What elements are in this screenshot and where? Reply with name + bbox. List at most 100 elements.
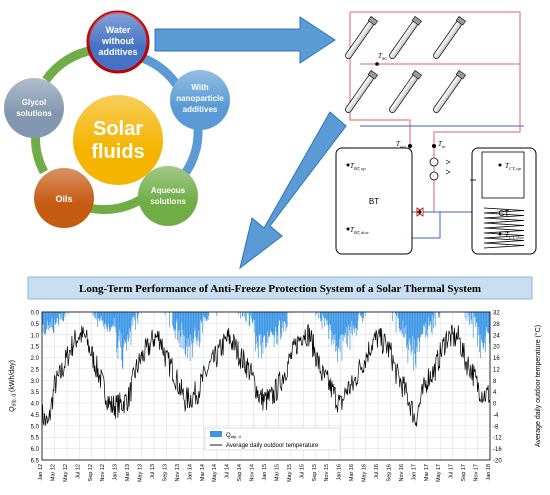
qafp-bar — [332, 312, 334, 336]
tank-bt — [335, 147, 413, 255]
qafp-bar — [179, 312, 180, 330]
qafp-bar — [255, 312, 257, 345]
qafp-bar — [278, 312, 279, 327]
collector-tube — [345, 70, 378, 113]
tube-body — [345, 75, 374, 113]
right-tick-label: -12 — [493, 436, 502, 442]
qafp-bar — [47, 312, 48, 321]
qafp-bar — [202, 312, 203, 334]
qafp-bar — [108, 312, 110, 330]
qafp-bar — [433, 312, 434, 328]
qafp-bar — [199, 312, 201, 343]
qafp-bar — [355, 312, 357, 337]
qafp-bar — [50, 312, 52, 328]
qafp-bar — [246, 312, 248, 322]
qafp-bar — [127, 312, 129, 340]
qafp-bar — [346, 312, 348, 328]
qafp-bar — [182, 312, 184, 335]
qafp-bar — [186, 312, 188, 338]
node-water-line2: without — [101, 36, 134, 46]
qafp-bar — [391, 312, 393, 322]
qafp-bar — [339, 312, 341, 352]
left-tick-label: 5.5 — [31, 436, 40, 442]
qafp-bar — [240, 312, 241, 319]
qafp-bar — [350, 312, 352, 334]
qafp-bar — [204, 312, 205, 318]
qafp-bar — [268, 312, 269, 338]
solar-collectors — [345, 16, 466, 113]
qafp-bar — [199, 312, 200, 348]
qafp-bar — [410, 312, 412, 356]
left-tick-label: 6.0 — [31, 447, 40, 453]
right-tick-label: 16 — [493, 356, 500, 362]
qafp-bar — [125, 312, 127, 344]
x-tick-label: Jan 13 — [113, 464, 119, 481]
qafp-bar — [106, 312, 108, 329]
label-bt: BT — [369, 197, 379, 206]
qafp-bar — [413, 312, 414, 371]
qafp-bar — [343, 312, 345, 335]
right-tick-label: 32 — [493, 311, 500, 317]
qafp-bar — [128, 312, 130, 338]
x-tick-label: Jul 12 — [75, 464, 81, 479]
qafp-bar — [206, 312, 208, 321]
x-tick-label: Sep 12 — [88, 464, 94, 481]
qafp-bar — [258, 312, 259, 358]
qafp-bar — [475, 312, 477, 323]
qafp-bar — [280, 312, 282, 334]
qafp-bar — [266, 312, 268, 332]
qafp-bar — [277, 312, 279, 345]
qafp-bar — [324, 312, 325, 327]
qafp-bar — [273, 312, 275, 348]
qafp-bar — [179, 312, 181, 348]
qafp-bar — [204, 312, 206, 322]
qafp-bar — [322, 312, 324, 317]
qafp-bar — [172, 312, 174, 326]
qafp-bar — [260, 312, 261, 346]
qafp-bar — [95, 312, 96, 319]
qafp-bar — [406, 312, 408, 346]
qafp-bar — [262, 312, 264, 354]
qafp-bar — [172, 312, 174, 328]
tube-cap — [411, 70, 422, 80]
qafp-bar — [60, 312, 62, 319]
qafp-bar — [359, 312, 361, 313]
qafp-bar — [317, 312, 319, 319]
qafp-bar — [103, 312, 104, 326]
qafp-bar — [202, 312, 204, 318]
qafp-bar — [484, 312, 486, 337]
qafp-bar — [356, 312, 358, 329]
qafp-bar — [128, 312, 129, 342]
qafp-bar — [342, 312, 344, 342]
qafp-bar — [345, 312, 347, 344]
qafp-bar — [242, 312, 244, 317]
x-tick-label: Sep 16 — [386, 464, 392, 481]
x-tick-label: Jan 12 — [38, 464, 44, 481]
label-t-ct-up: T — [505, 162, 510, 170]
center-gloss — [73, 95, 163, 185]
tube-cap — [367, 16, 378, 26]
node-nano-line2: nanoparticle — [176, 94, 224, 103]
qafp-bar — [270, 312, 272, 332]
qafp-bar — [97, 312, 98, 327]
qafp-bar — [416, 312, 417, 347]
temperature-line — [41, 323, 490, 428]
node-oils: Oils — [34, 168, 94, 228]
x-tick-label: May 15 — [287, 464, 293, 482]
qafp-bar — [432, 312, 434, 316]
center-label-line2: fluids — [91, 141, 144, 163]
right-tick-label: 24 — [493, 333, 500, 339]
qafp-bar — [415, 312, 417, 368]
qafp-bar — [126, 312, 128, 336]
qafp-bar — [352, 312, 353, 336]
title-banner — [27, 276, 533, 300]
right-tick-label: 28 — [493, 322, 500, 328]
qafp-bar — [319, 312, 321, 319]
qafp-bar — [133, 312, 134, 317]
qafp-bar — [191, 312, 193, 345]
qafp-bar — [330, 312, 332, 346]
qafp-bar — [330, 312, 332, 325]
sensor-t-bt-up — [346, 163, 350, 167]
qafp-bar — [57, 312, 59, 323]
qafp-bar — [472, 312, 474, 338]
